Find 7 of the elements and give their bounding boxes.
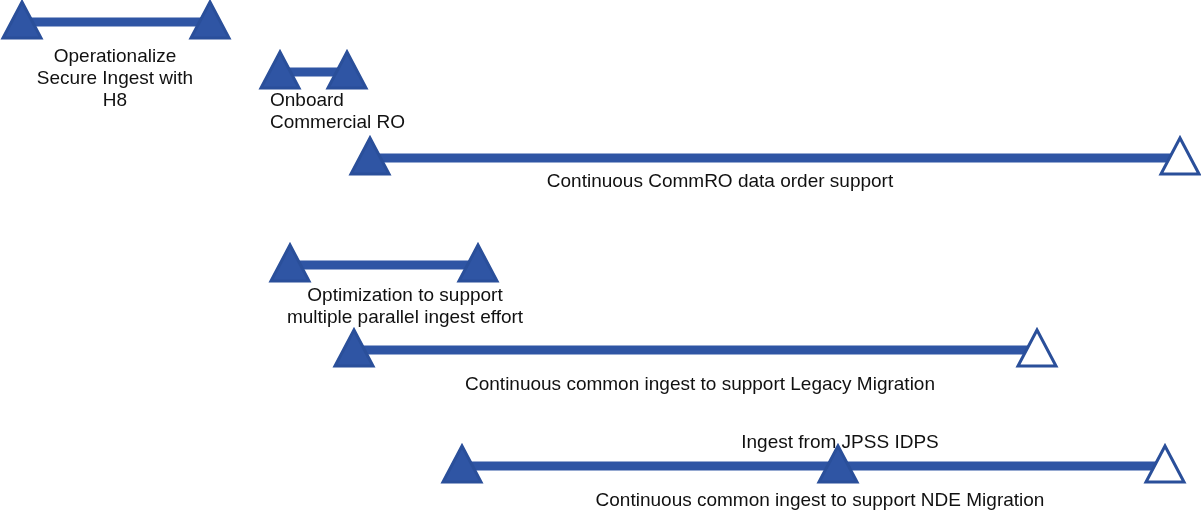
milestone-label: Continuous common ingest to support NDE Migration xyxy=(594,489,1046,511)
milestone-label: Onboard Commercial RO xyxy=(270,89,407,133)
milestone-label: Continuous CommRO data order support xyxy=(545,170,895,192)
milestone-label: Operationalize Secure Ingest with H8 xyxy=(35,45,195,111)
milestone-label: Optimization to support multiple parallel ingest effort xyxy=(285,284,525,328)
milestone-label: Ingest from JPSS IDPS xyxy=(740,431,940,453)
milestone-label: Continuous common ingest to support Legacy Migration xyxy=(464,373,936,395)
